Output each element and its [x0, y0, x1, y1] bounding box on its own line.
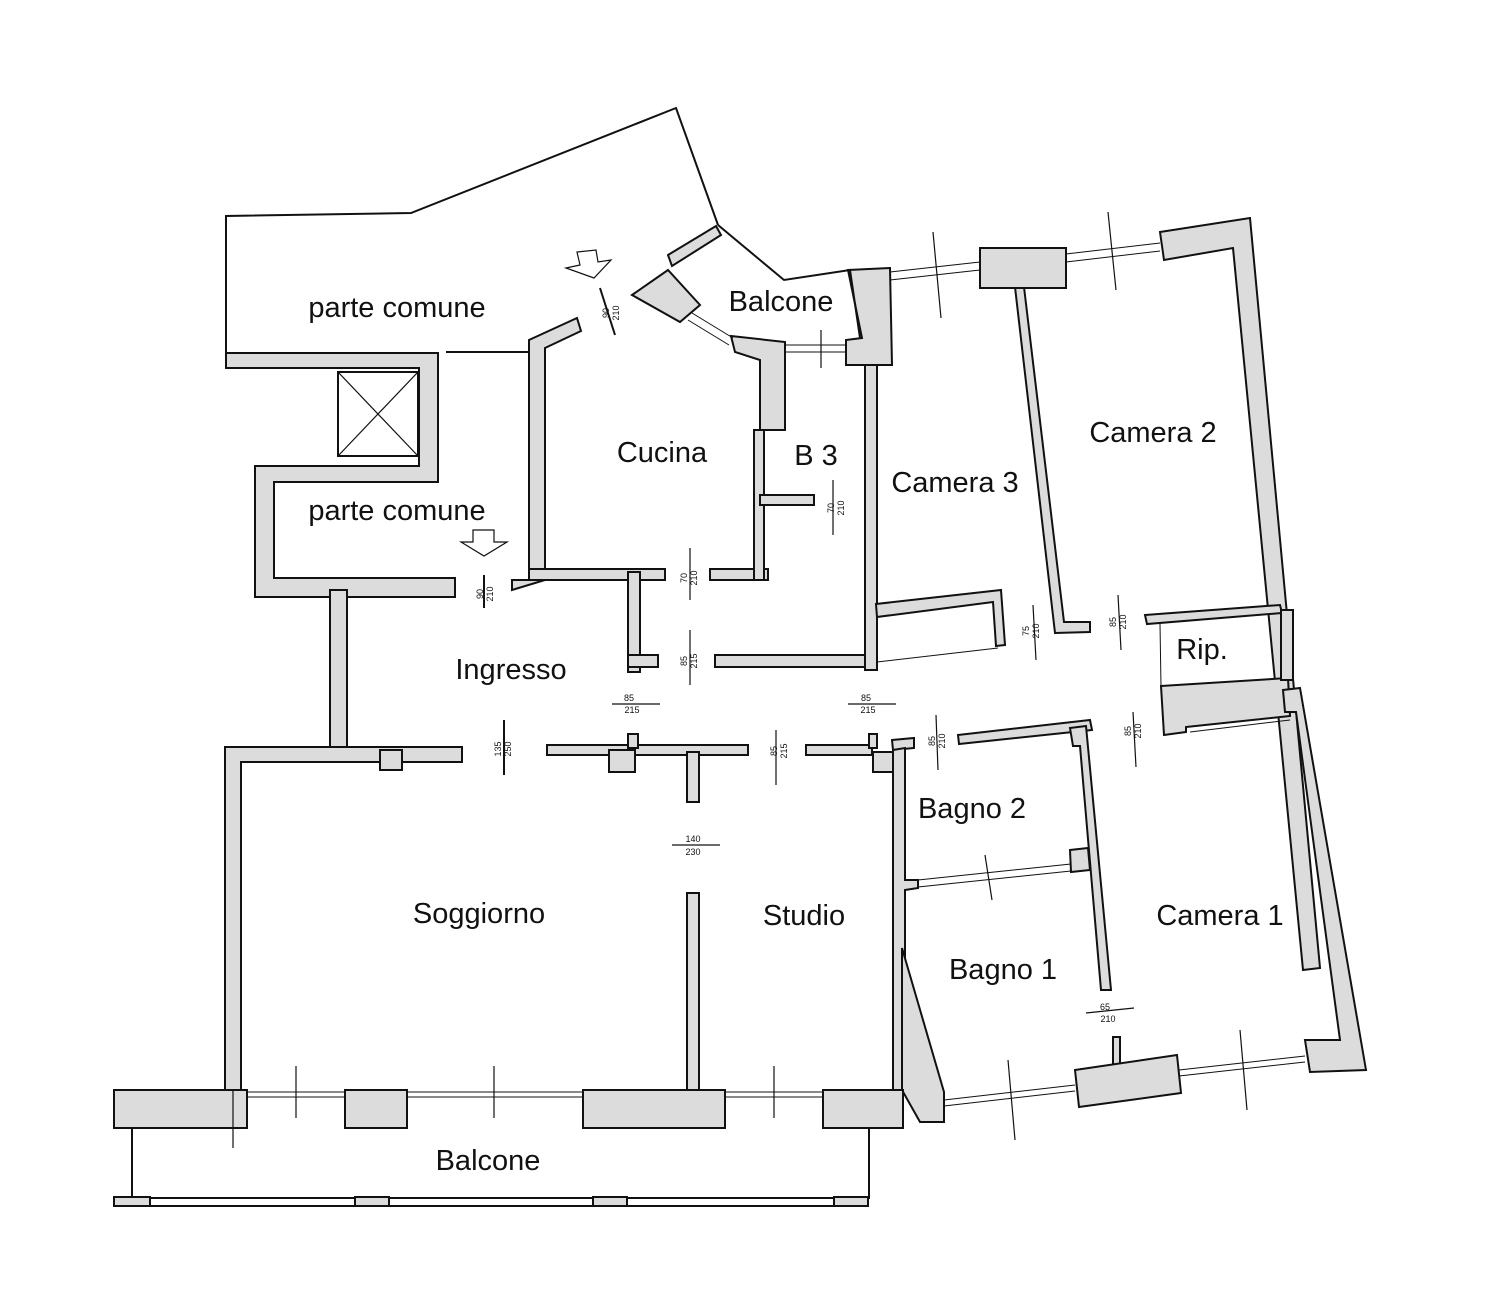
- door-width: 85: [624, 693, 634, 703]
- room-label-bagno-2: Bagno 2: [918, 793, 1026, 825]
- door-width: 85: [1108, 617, 1118, 627]
- windows: [232, 211, 1306, 1148]
- room-label-camera-3: Camera 3: [891, 467, 1018, 499]
- door-width: 85: [927, 736, 937, 746]
- room-label-balcone: Balcone: [729, 286, 834, 318]
- door-height: 210: [836, 500, 846, 515]
- walls: [113, 216, 1368, 1129]
- door-width: 140: [685, 834, 700, 844]
- door-width: 70: [826, 503, 836, 513]
- door-width: 90: [601, 308, 611, 318]
- door-height: 215: [779, 743, 789, 758]
- door-height: 210: [611, 305, 621, 320]
- door-width: 65: [1100, 1002, 1110, 1012]
- common-area-outline: [225, 106, 719, 353]
- door-dimension: 70 210: [679, 570, 699, 585]
- door-height: 210: [1118, 614, 1128, 629]
- door-height: 210: [937, 733, 947, 748]
- room-label-camera-2: Camera 2: [1089, 417, 1216, 449]
- bottom-balcony: [113, 1128, 870, 1207]
- room-label-parte-comune: parte comune: [308, 292, 485, 324]
- door-width: 75: [1021, 626, 1031, 636]
- door-dimension: 90 210: [601, 305, 621, 320]
- room-label-balcone: Balcone: [436, 1145, 541, 1177]
- door-width: 85: [861, 693, 871, 703]
- door-dimension: 85 215: [860, 693, 875, 715]
- door-dimension: 70 210: [826, 500, 846, 515]
- door-dimension: 85 215: [624, 693, 640, 715]
- top-balcony: [717, 224, 861, 339]
- room-label-ripostiglio: Rip.: [1176, 634, 1228, 666]
- stair-shaft: [337, 371, 419, 457]
- door-height: 215: [689, 653, 699, 668]
- door-height: 230: [685, 847, 700, 857]
- door-dimension: 75 210: [1021, 623, 1041, 638]
- entry-arrow-icon: [563, 249, 613, 279]
- door-dimension: 85 210: [1108, 614, 1128, 629]
- door-height: 215: [860, 705, 875, 715]
- door-dimension: 85 210: [927, 733, 947, 748]
- door-height: 215: [624, 705, 639, 715]
- room-label-ingresso: Ingresso: [455, 654, 566, 686]
- room-label-camera-1: Camera 1: [1156, 900, 1283, 932]
- door-dimension: 135 250: [493, 741, 513, 756]
- door-height: 210: [485, 586, 495, 601]
- door-height: 210: [689, 570, 699, 585]
- door-marks: [483, 287, 1137, 1014]
- room-label-b3: B 3: [794, 440, 838, 472]
- room-label-parte-comune: parte comune: [308, 495, 485, 527]
- entry-arrow-icon: [458, 529, 510, 557]
- room-label-bagno-1: Bagno 1: [949, 954, 1057, 986]
- door-width: 85: [679, 656, 689, 666]
- door-width: 135: [493, 741, 503, 756]
- room-label-cucina: Cucina: [617, 437, 708, 469]
- door-dimension: 65 210: [1100, 1002, 1116, 1024]
- door-dimension: 85 215: [679, 653, 699, 668]
- door-height: 210: [1100, 1014, 1115, 1024]
- door-dimension: 140 230: [685, 834, 700, 857]
- door-dimension: 85 215: [769, 743, 789, 758]
- door-width: 85: [1123, 726, 1133, 736]
- door-height: 210: [1031, 623, 1041, 638]
- door-height: 210: [1133, 723, 1143, 738]
- door-dimension: 85 210: [1123, 723, 1143, 738]
- door-dimension: 90 210: [475, 586, 495, 601]
- room-label-soggiorno: Soggiorno: [413, 898, 545, 930]
- room-label-studio: Studio: [763, 900, 845, 932]
- door-width: 90: [475, 589, 485, 599]
- door-width: 85: [769, 746, 779, 756]
- door-height: 250: [503, 741, 513, 756]
- door-width: 70: [679, 573, 689, 583]
